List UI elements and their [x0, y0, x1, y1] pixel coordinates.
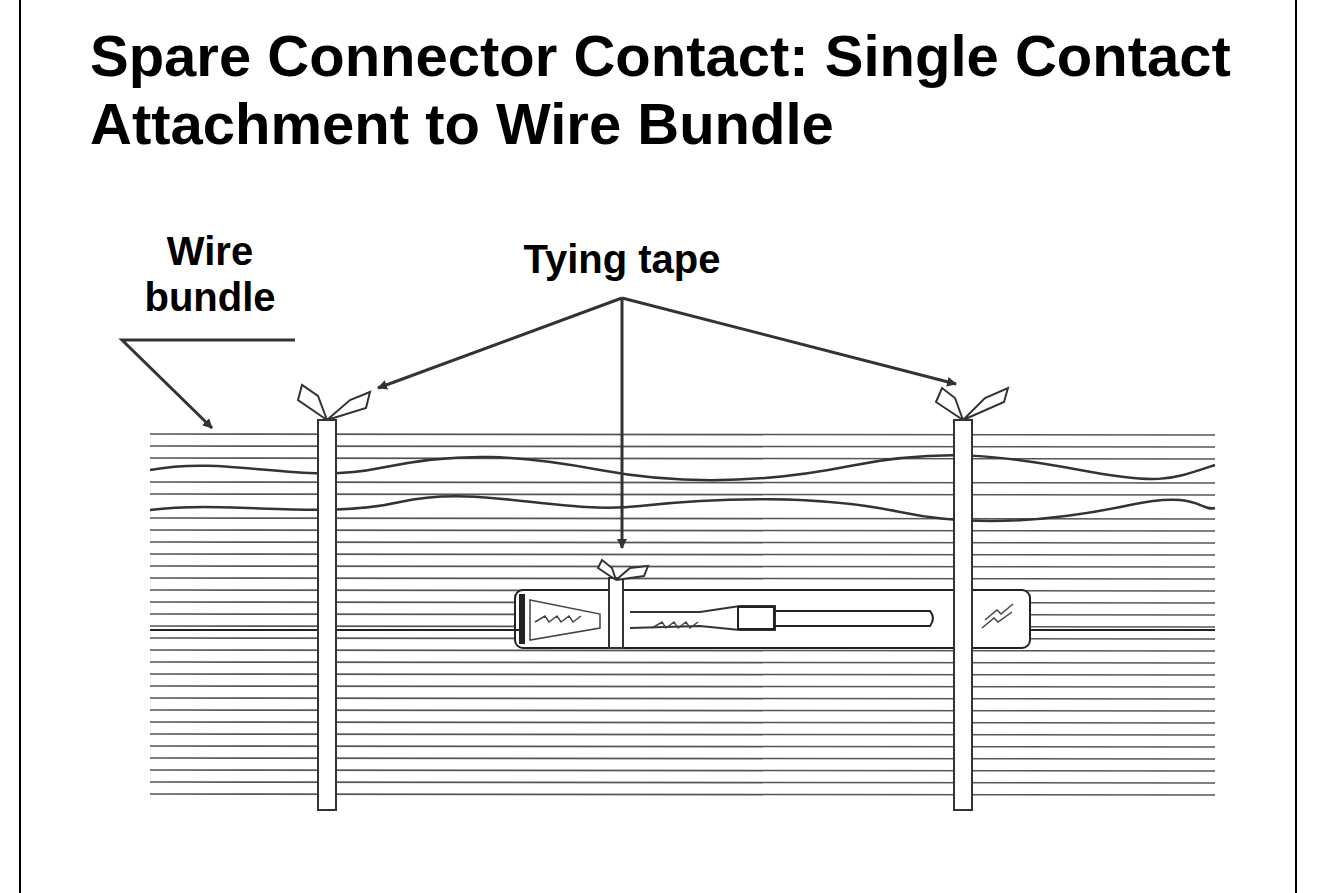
wire	[150, 698, 1215, 699]
frame-line	[1295, 0, 1297, 893]
wire	[150, 446, 1215, 447]
wire	[150, 794, 1215, 795]
wire	[150, 650, 1215, 651]
wire	[150, 686, 1215, 687]
wire	[150, 494, 1215, 495]
wire	[150, 770, 1215, 771]
wire-bundle	[150, 434, 1215, 795]
wire	[150, 554, 1215, 555]
twisted-wire	[150, 455, 1215, 480]
wire	[150, 734, 1215, 735]
wire	[150, 710, 1215, 711]
wire	[150, 566, 1215, 567]
wire	[150, 746, 1215, 747]
wire	[150, 542, 1215, 543]
wire	[150, 458, 1215, 459]
wire	[150, 722, 1215, 723]
twisted-wire	[150, 496, 1215, 521]
wire	[150, 782, 1215, 783]
leader-line	[122, 298, 956, 548]
wire	[150, 662, 1215, 663]
callout-label: Tying tape	[472, 236, 772, 282]
wire	[150, 578, 1215, 579]
wire	[150, 434, 1215, 435]
frame-line	[19, 0, 21, 893]
spare-contact	[150, 590, 1215, 648]
wire	[150, 482, 1215, 483]
wire	[150, 758, 1215, 759]
tying-tape	[298, 385, 1008, 810]
wire	[150, 674, 1215, 675]
wire	[150, 530, 1215, 531]
slide-title: Spare Connector Contact: Single Contact …	[90, 22, 1250, 158]
callout-label: Wire bundle	[115, 228, 305, 320]
